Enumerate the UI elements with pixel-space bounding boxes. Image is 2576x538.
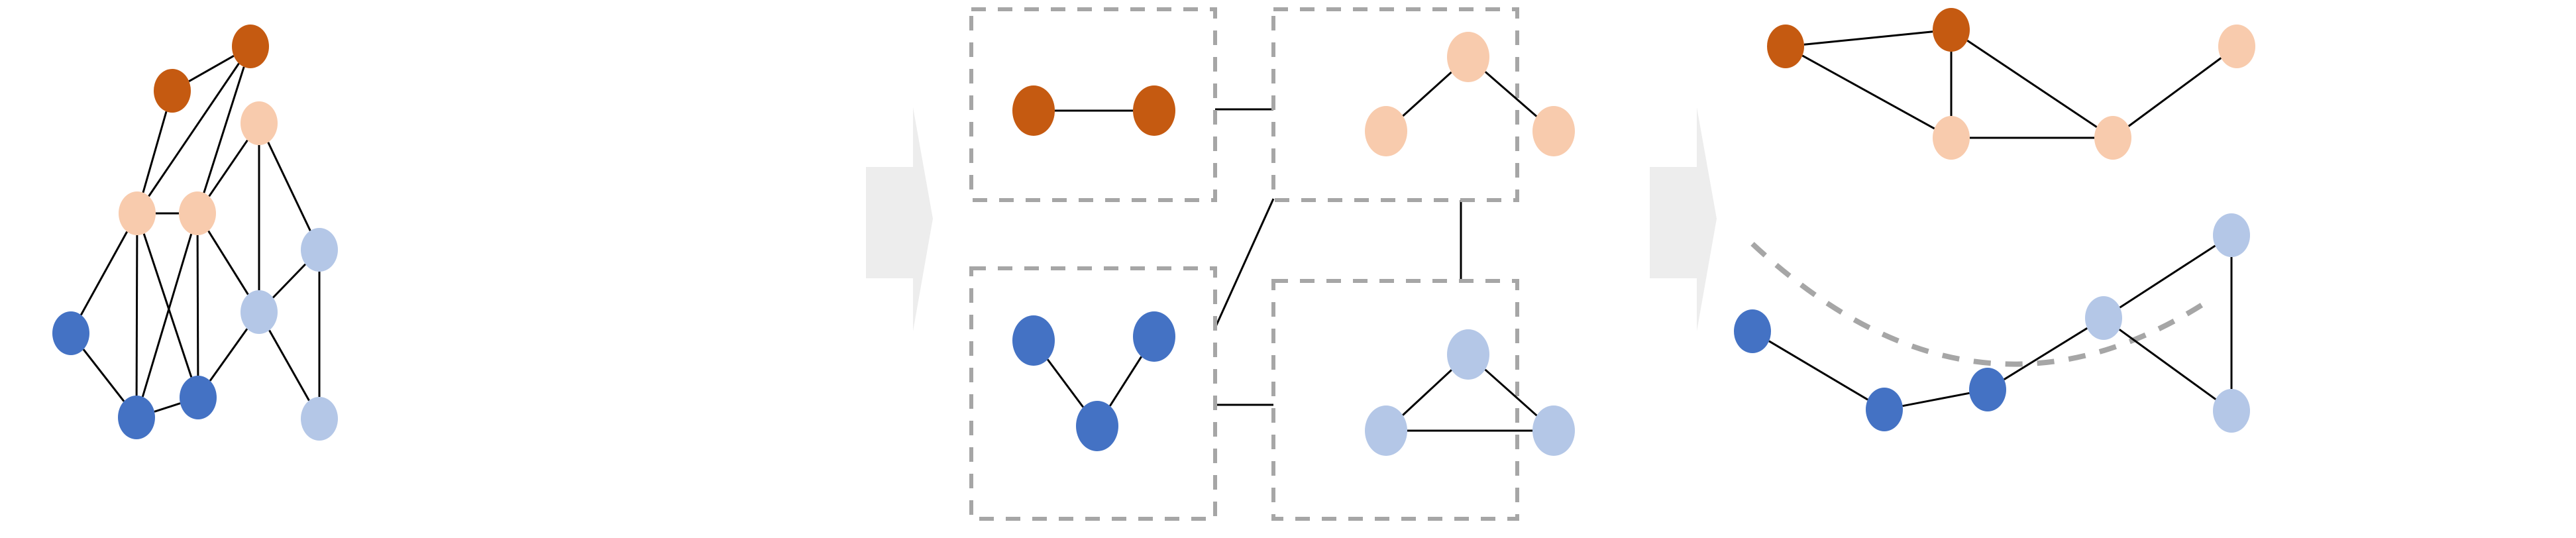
middle-edge-M6-M8 — [1046, 358, 1085, 408]
right-edge-R1-R2 — [1803, 30, 1933, 46]
middle-edge-M3-M4 — [1402, 71, 1452, 117]
middle-edge-M7-M8 — [1109, 356, 1142, 407]
right-node-R2-dark-orange[interactable] — [1933, 8, 1970, 52]
left-node-L7-dark-blue[interactable] — [118, 396, 155, 439]
connector-b2-b3 — [1214, 198, 1275, 329]
left-edge-L5-L7 — [141, 233, 193, 398]
left-node-L9-light-blue[interactable] — [241, 290, 278, 334]
left-edge-L1-L2 — [188, 55, 235, 82]
arrows-group — [866, 107, 1717, 331]
left-node-L6-dark-blue[interactable] — [52, 311, 89, 355]
right-edge-R8-R9 — [2004, 327, 2088, 380]
left-edge-L9-L11 — [268, 329, 310, 402]
middle-node-M10-light-blue[interactable] — [1365, 405, 1407, 456]
left-edge-L4-L8 — [142, 233, 193, 378]
middle-edge-M9-M10 — [1402, 369, 1452, 416]
right-edge-R7-R8 — [1902, 392, 1970, 407]
left-edge-L9-L10 — [272, 263, 307, 299]
box-light-orange-community[interactable] — [1271, 7, 1519, 202]
left-node-L8-dark-blue[interactable] — [180, 376, 217, 419]
right-node-R11-light-blue[interactable] — [2213, 389, 2250, 433]
middle-node-M9-light-blue[interactable] — [1447, 329, 1489, 380]
left-edge-L3-L10 — [267, 142, 311, 231]
middle-panel-edges — [1046, 71, 1538, 432]
left-node-L11-light-blue[interactable] — [301, 397, 338, 441]
middle-panel-inter-box-connectors — [1214, 108, 1462, 406]
right-edge-R1-R3 — [1801, 54, 1935, 130]
middle-node-M8-dark-blue[interactable] — [1076, 401, 1118, 451]
left-node-L2-dark-orange[interactable] — [232, 25, 269, 68]
community-separator-curve — [1750, 242, 2208, 367]
left-node-L5-light-orange[interactable] — [179, 191, 216, 235]
right-node-R7-dark-blue[interactable] — [1866, 388, 1903, 431]
left-node-L3-light-orange[interactable] — [241, 101, 278, 145]
box-dark-orange-community[interactable] — [969, 7, 1217, 202]
left-edge-L7-L8 — [154, 402, 181, 413]
right-panel-edges — [1768, 30, 2233, 407]
middle-panel-group — [969, 7, 1575, 521]
stage-arrow-middle-to-right — [1650, 107, 1717, 331]
left-edge-L4-L7 — [135, 235, 138, 396]
right-panel-nodes — [1734, 8, 2255, 433]
box-dark-blue-community[interactable] — [969, 266, 1217, 521]
middle-node-M1-dark-orange[interactable] — [1012, 85, 1055, 136]
right-edge-R4-R5 — [2127, 57, 2222, 127]
middle-node-M4-light-orange[interactable] — [1365, 106, 1407, 156]
right-node-R5-light-orange[interactable] — [2218, 25, 2255, 68]
left-edge-L6-L7 — [82, 349, 125, 402]
right-node-R4-light-orange[interactable] — [2094, 116, 2131, 160]
middle-node-M5-light-orange[interactable] — [1532, 106, 1575, 156]
right-edge-R2-R4 — [1966, 40, 2098, 128]
left-node-L10-light-blue[interactable] — [301, 228, 338, 272]
middle-node-M3-light-orange[interactable] — [1447, 32, 1489, 82]
right-node-R10-light-blue[interactable] — [2213, 213, 2250, 257]
middle-node-M7-dark-blue[interactable] — [1133, 311, 1175, 362]
middle-panel-nodes — [1012, 32, 1575, 456]
left-panel-group — [52, 25, 338, 441]
left-edge-L5-L8 — [196, 235, 199, 376]
right-node-R6-dark-blue[interactable] — [1734, 309, 1771, 353]
middle-panel-community-boxes — [969, 7, 1519, 521]
right-panel-group — [1734, 8, 2255, 433]
left-edge-L5-L9 — [207, 230, 249, 296]
right-panel-separator — [1750, 242, 2208, 367]
middle-node-M11-light-blue[interactable] — [1532, 405, 1575, 456]
left-node-L1-dark-orange[interactable] — [154, 69, 191, 113]
right-node-R3-light-orange[interactable] — [1933, 116, 1970, 160]
right-edge-R9-R11 — [2118, 329, 2217, 400]
middle-node-M2-dark-orange[interactable] — [1133, 85, 1175, 136]
box-light-blue-community[interactable] — [1271, 279, 1519, 521]
left-panel-edges — [80, 55, 321, 413]
stage-arrow-left-to-middle — [866, 107, 933, 331]
middle-node-M6-dark-blue[interactable] — [1012, 315, 1055, 366]
right-edge-R6-R7 — [1768, 340, 1868, 401]
left-edge-L8-L9 — [209, 328, 248, 382]
right-edge-R9-R10 — [2119, 244, 2216, 309]
left-panel-nodes — [52, 25, 338, 441]
left-edge-L1-L4 — [142, 111, 168, 193]
right-node-R9-light-blue[interactable] — [2085, 296, 2122, 340]
left-edge-L2-L4 — [148, 62, 240, 197]
middle-edge-M3-M5 — [1484, 71, 1538, 117]
left-node-L4-light-orange[interactable] — [119, 191, 156, 235]
middle-edge-M9-M11 — [1484, 368, 1538, 417]
left-edge-L4-L6 — [80, 231, 129, 316]
left-edge-L3-L5 — [208, 139, 248, 197]
right-node-R8-dark-blue[interactable] — [1969, 368, 2006, 411]
right-node-R1-dark-orange[interactable] — [1767, 25, 1804, 68]
left-edge-L2-L5 — [203, 66, 245, 193]
